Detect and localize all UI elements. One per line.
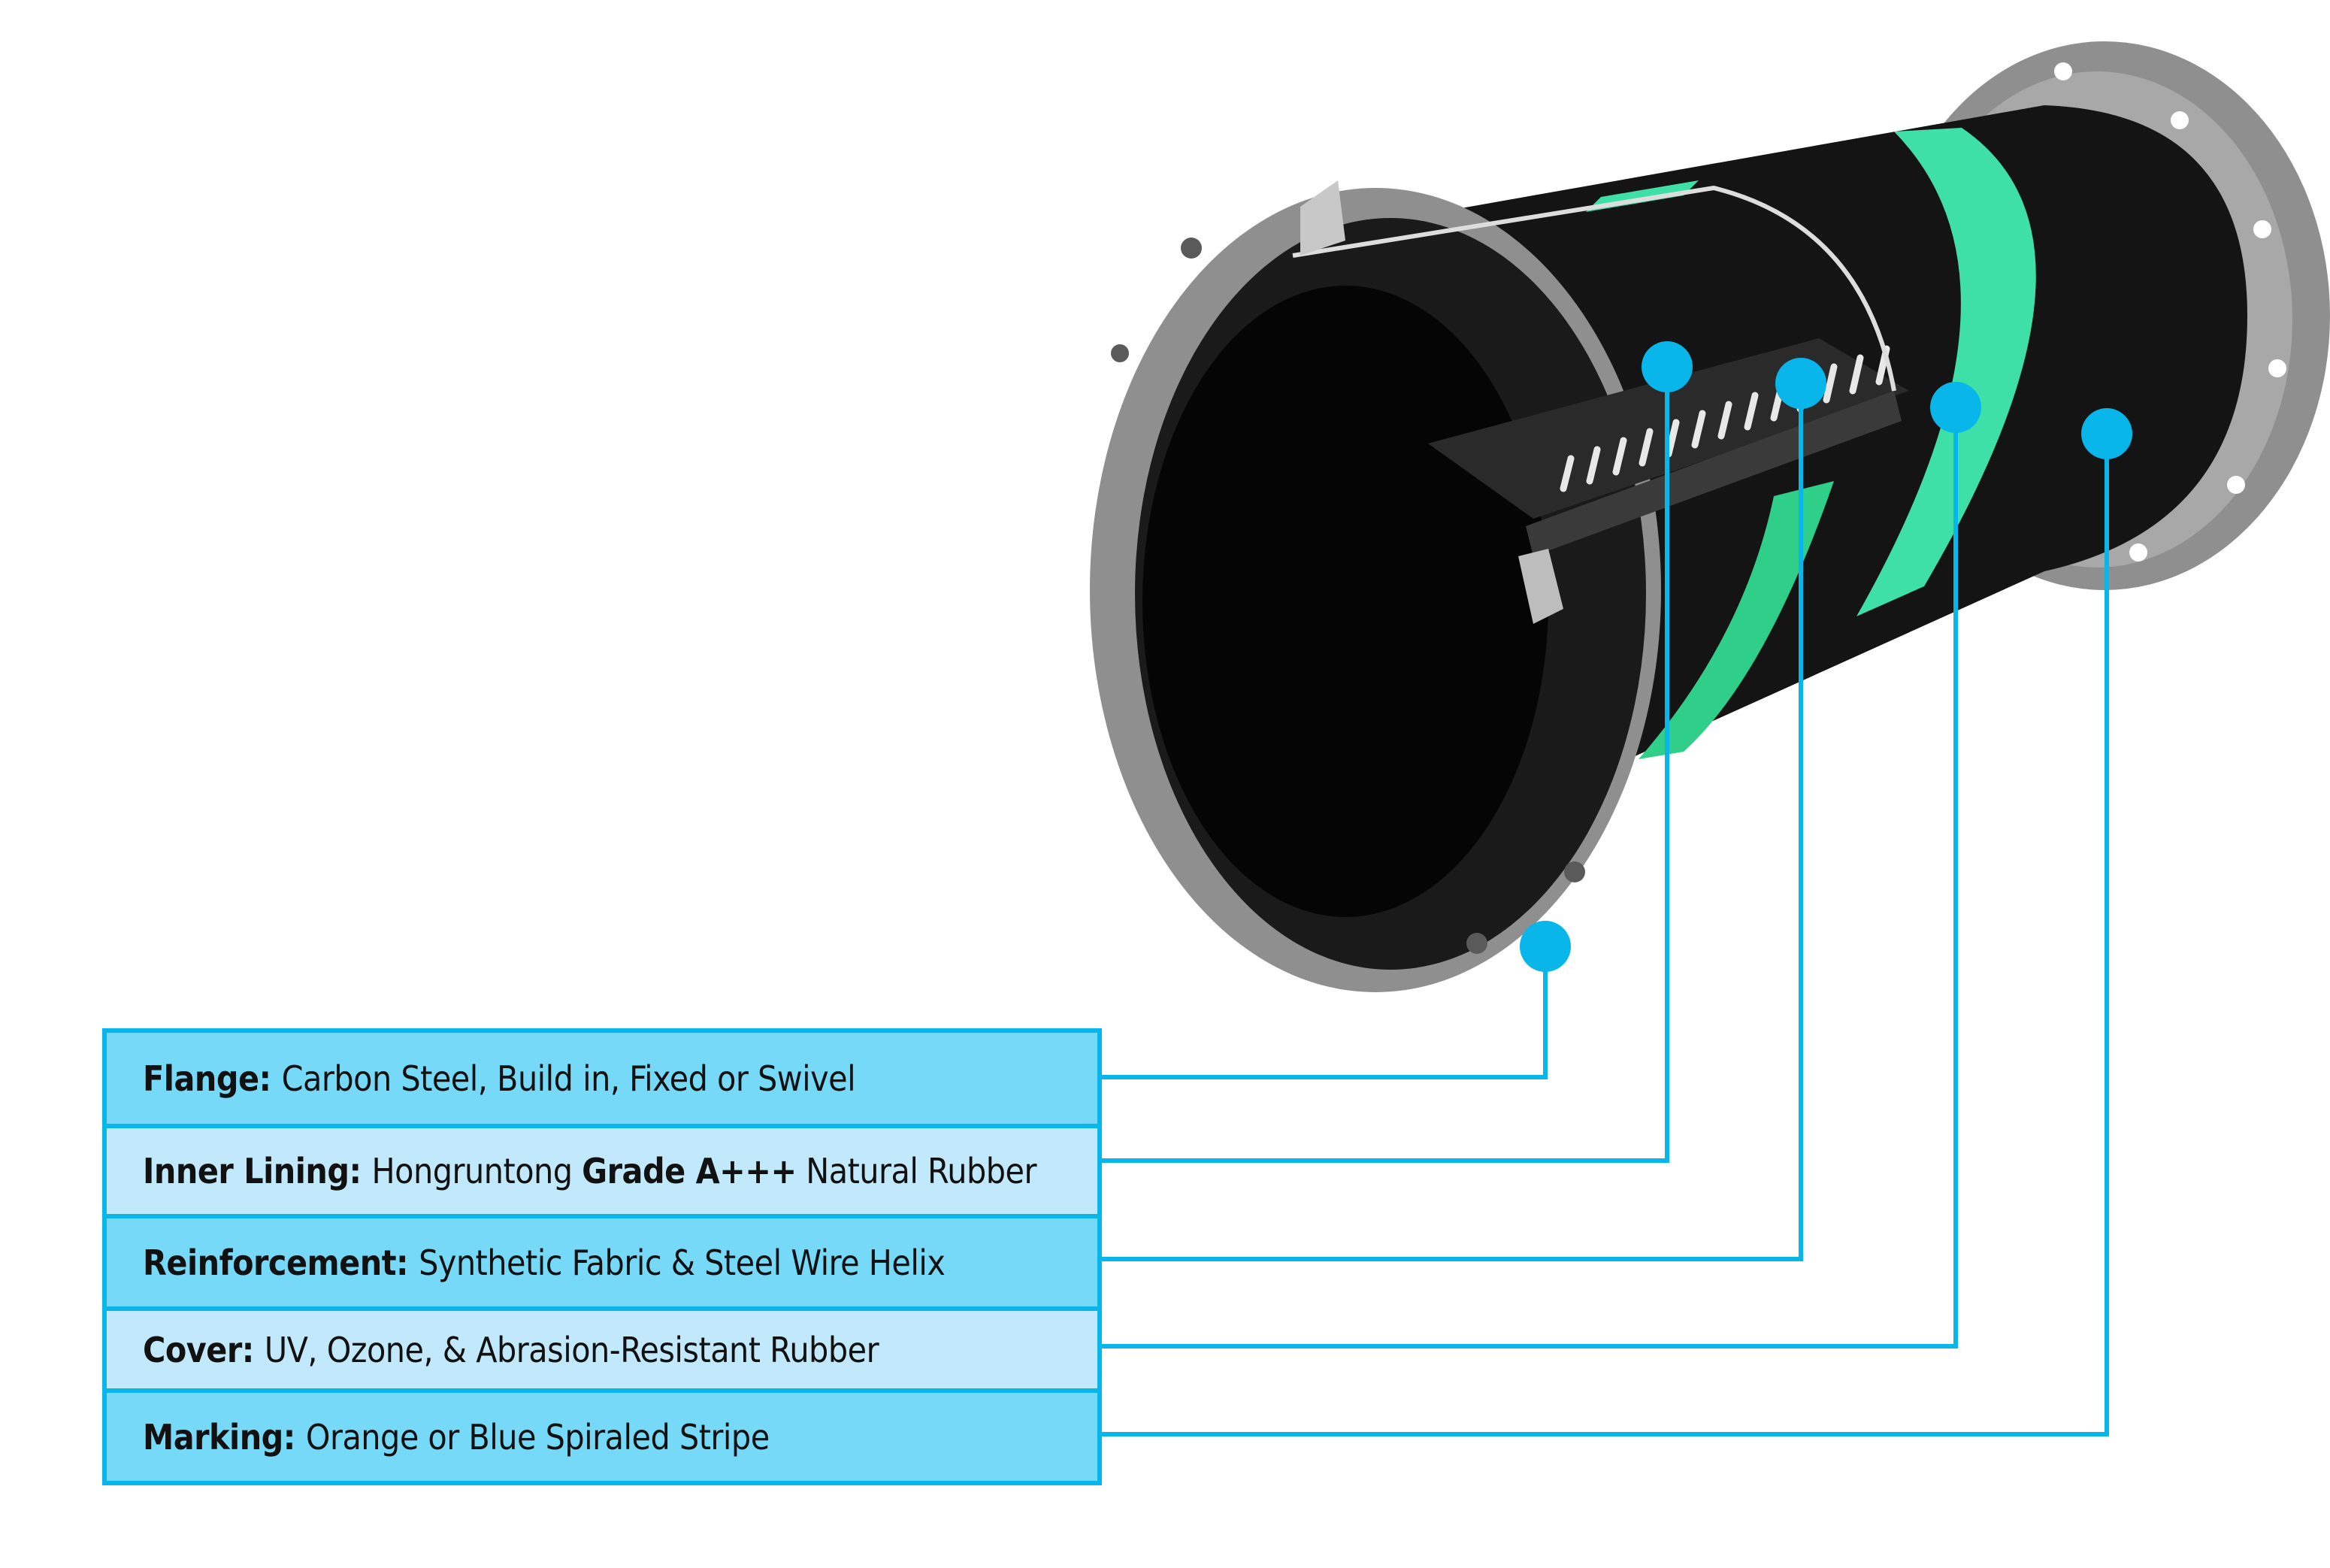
legend-row-reinforcement: Reinforcement: Synthetic Fabric & Steel …: [107, 1218, 1097, 1311]
legend-key: Cover:: [143, 1329, 254, 1370]
callout-dot-inner-lining: [1642, 341, 1693, 392]
marking-stripe-2: [1639, 481, 1834, 759]
legend-value: UV, Ozone, & Abrasion-Resistant Rubber: [264, 1329, 879, 1370]
left-flange: [1090, 188, 1661, 992]
legend-key: Reinforcement:: [143, 1242, 409, 1283]
legend-value-pre: Hongruntong: [371, 1151, 573, 1191]
callout-dot-reinforcement: [1775, 358, 1826, 409]
callout-dot-cover: [1930, 382, 1981, 433]
legend-key: Marking:: [143, 1416, 295, 1458]
legend-row-inner-lining: Inner Lining: Hongruntong Grade A+++ Nat…: [107, 1128, 1097, 1218]
legend-value-post: Natural Rubber: [806, 1151, 1036, 1191]
legend-value: Carbon Steel, Build in, Fixed or Swivel: [281, 1058, 856, 1099]
spec-legend: Flange: Carbon Steel, Build in, Fixed or…: [102, 1028, 1102, 1485]
callout-dot-flange: [1520, 921, 1571, 972]
legend-row-marking: Marking: Orange or Blue Spiraled Stripe: [107, 1393, 1097, 1481]
marking-stripe: [1856, 128, 2036, 616]
legend-row-cover: Cover: UV, Ozone, & Abrasion-Resistant R…: [107, 1311, 1097, 1393]
legend-value-grade: Grade A+++: [582, 1151, 797, 1191]
legend-key: Inner Lining:: [143, 1151, 362, 1191]
legend-key: Flange:: [143, 1058, 271, 1099]
legend-row-flange: Flange: Carbon Steel, Build in, Fixed or…: [107, 1033, 1097, 1128]
legend-value: Orange or Blue Spiraled Stripe: [305, 1416, 770, 1458]
leader-lines: [1102, 367, 2109, 1436]
callout-dot-marking: [2081, 408, 2132, 459]
legend-value: Synthetic Fabric & Steel Wire Helix: [419, 1242, 946, 1283]
